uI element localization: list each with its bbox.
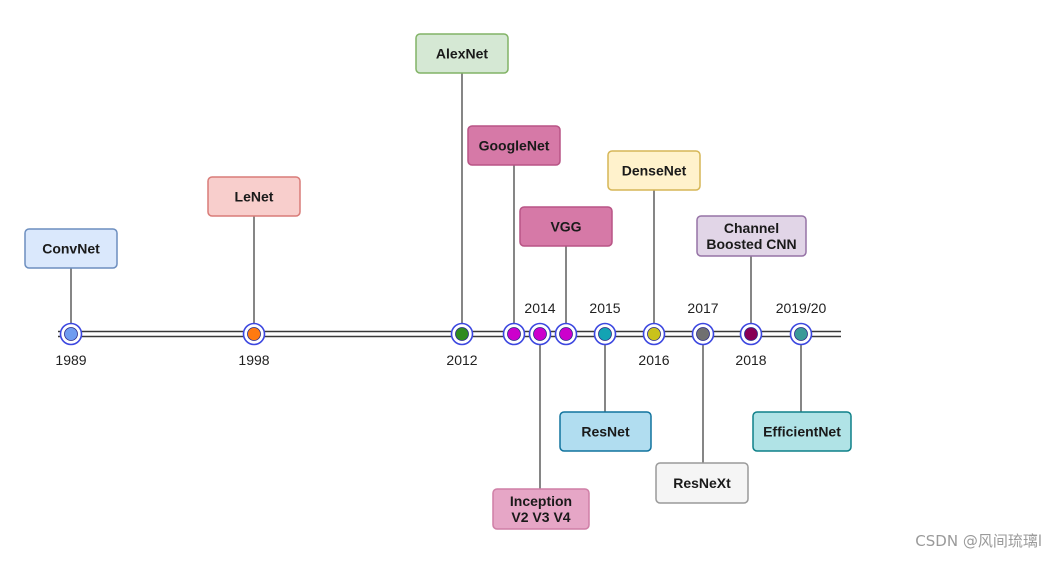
model-box-convnet [24, 228, 118, 269]
model-label-alexnet: AlexNet [436, 46, 488, 62]
model-label-densenet: DenseNet [622, 163, 687, 179]
model-box-efficientnet [752, 411, 852, 452]
model-box-channel [696, 215, 807, 257]
marker-dot-alexnet [455, 327, 469, 341]
marker-dot-lenet [247, 327, 261, 341]
model-box-alexnet [415, 33, 509, 74]
timeline-event-efficientnet: EfficientNet 2019/20 [752, 300, 852, 452]
model-box-vgg [519, 206, 613, 247]
model-label-inception: Inception [510, 493, 572, 509]
model-box-inception [492, 488, 590, 530]
model-label-efficientnet: EfficientNet [763, 424, 841, 440]
year-label-alexnet: 2012 [446, 352, 477, 368]
timeline-event-convnet: ConvNet 1989 [24, 228, 118, 368]
model-box-densenet [607, 150, 701, 191]
model-box-lenet [207, 176, 301, 217]
timeline-event-lenet: LeNet 1998 [207, 176, 301, 368]
year-label-resnet: 2015 [589, 300, 620, 316]
year-label-lenet: 1998 [238, 352, 269, 368]
model-label-resnext: ResNeXt [673, 475, 731, 491]
model-box-resnext [655, 462, 749, 504]
marker-dot-channel [744, 327, 758, 341]
timeline-event-googlenet: GoogleNet [467, 125, 561, 346]
timeline-event-vgg: VGG [519, 206, 613, 346]
marker-dot-convnet [64, 327, 78, 341]
marker-dot-resnet [598, 327, 612, 341]
timeline-event-resnext: ResNeXt 2017 [655, 300, 749, 504]
model-label-channel: Boosted CNN [706, 236, 796, 252]
year-label-convnet: 1989 [55, 352, 86, 368]
model-label-lenet: LeNet [235, 189, 274, 205]
timeline-event-densenet: DenseNet 2016 [607, 150, 701, 368]
marker-dot-efficientnet [794, 327, 808, 341]
marker-dot-vgg [559, 327, 573, 341]
model-box-googlenet [467, 125, 561, 166]
marker-dot-resnext [696, 327, 710, 341]
model-label-vgg: VGG [550, 219, 581, 235]
watermark: CSDN @风间琉璃l [915, 532, 1042, 550]
year-label-inception: 2014 [524, 300, 555, 316]
year-label-resnext: 2017 [687, 300, 718, 316]
model-label-resnet: ResNet [581, 424, 630, 440]
model-label-convnet: ConvNet [42, 241, 100, 257]
marker-dot-inception [533, 327, 547, 341]
marker-dot-densenet [647, 327, 661, 341]
model-box-resnet [559, 411, 652, 452]
year-label-channel: 2018 [735, 352, 766, 368]
model-label-inception: V2 V3 V4 [511, 509, 570, 525]
model-label-googlenet: GoogleNet [479, 138, 550, 154]
year-label-densenet: 2016 [638, 352, 669, 368]
model-label-channel: Channel [724, 220, 779, 236]
year-label-efficientnet: 2019/20 [776, 300, 827, 316]
marker-dot-googlenet [507, 327, 521, 341]
timeline-event-resnet: ResNet 2015 [559, 300, 652, 452]
timeline-event-alexnet: AlexNet 2012 [415, 33, 509, 368]
